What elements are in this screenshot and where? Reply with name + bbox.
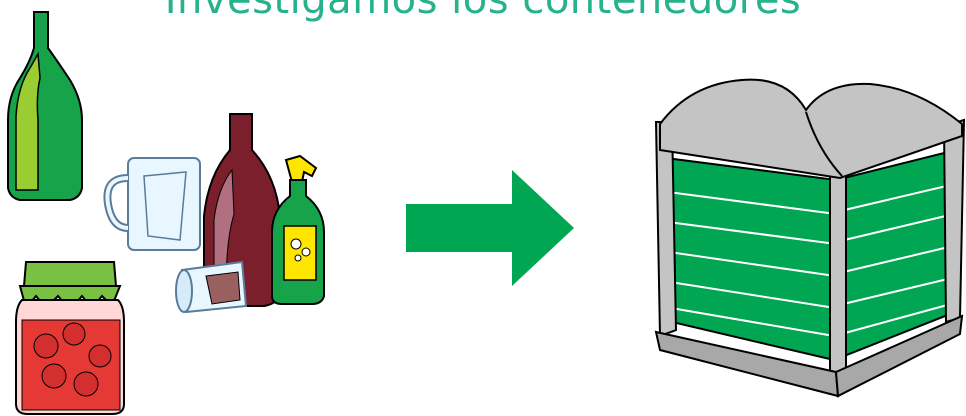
- glass-mug-icon: [107, 158, 200, 250]
- right-arrow-icon: [406, 170, 574, 286]
- glass-cup-icon: [176, 262, 246, 312]
- spray-bottle-icon: [272, 156, 324, 304]
- green-bottle-icon: [8, 12, 82, 200]
- jam-jar-icon: [16, 262, 124, 414]
- recycling-container-icon: [656, 80, 964, 396]
